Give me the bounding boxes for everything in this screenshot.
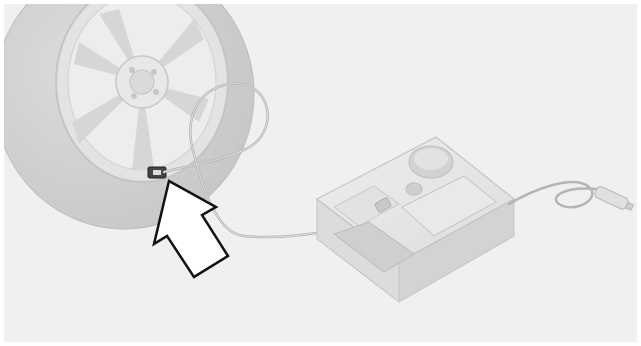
illustration-panel xyxy=(4,4,637,342)
power-cord xyxy=(509,182,596,207)
compressor xyxy=(317,137,514,302)
power-button xyxy=(406,183,422,195)
tire-compressor-illustration xyxy=(4,4,637,342)
tire xyxy=(4,4,254,229)
arrow-icon xyxy=(154,181,228,277)
power-plug xyxy=(594,185,635,213)
